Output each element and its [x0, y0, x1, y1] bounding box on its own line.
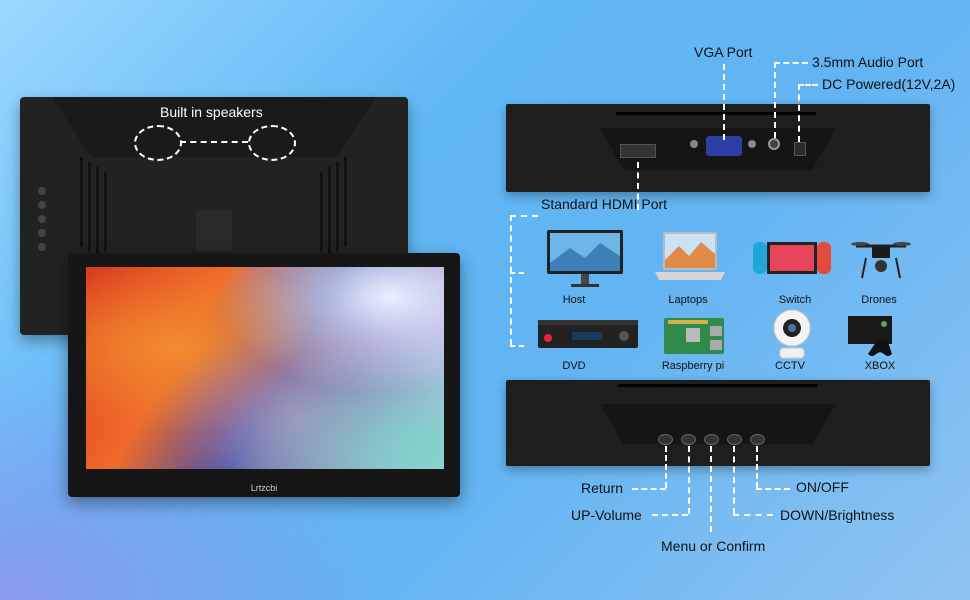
menu-leader-v	[710, 446, 712, 532]
menu-label: Menu or Confirm	[661, 538, 766, 554]
device-label-laptops: Laptops	[668, 294, 708, 306]
audio-port-label: 3.5mm Audio Port	[812, 54, 924, 70]
return-label: Return	[581, 480, 624, 496]
return-leader-h	[632, 488, 666, 490]
side-button-5	[38, 243, 46, 251]
audio-leader-v	[774, 62, 776, 138]
vga-leader-line	[723, 64, 725, 140]
power-leader-v	[756, 446, 758, 488]
audio-port	[768, 138, 780, 150]
cctv-camera-icon	[773, 309, 811, 359]
vga-port-label: VGA Port	[694, 44, 753, 60]
side-button-3	[38, 215, 46, 223]
down-leader-h	[733, 514, 773, 516]
dc-leader-v	[798, 84, 800, 142]
dc-port	[794, 142, 806, 156]
power-label: ON/OFF	[796, 479, 849, 495]
hdmi-port-label: Standard HDMI Port	[541, 196, 668, 212]
hdmi-leader-v	[637, 162, 639, 210]
device-bracket-v	[510, 215, 512, 345]
power-button[interactable]	[750, 434, 765, 445]
down-brightness-label: DOWN/Brightness	[780, 507, 895, 523]
device-label-drones: Drones	[861, 294, 897, 306]
dvd-player-icon	[538, 320, 638, 348]
speakers-label: Built in speakers	[160, 104, 263, 120]
device-bracket-top	[510, 272, 524, 274]
dc-leader-h	[798, 84, 818, 86]
speaker-connector-line	[180, 141, 248, 143]
device-label-host: Host	[562, 294, 586, 306]
xbox-icon	[848, 316, 892, 356]
device-label-switch: Switch	[778, 294, 812, 306]
audio-leader-h	[774, 62, 808, 64]
drone-icon	[851, 242, 911, 279]
raspberry-pi-icon	[664, 318, 724, 354]
hdmi-port	[620, 144, 656, 158]
up-volume-label: UP-Volume	[571, 507, 642, 523]
left-speaker-marker	[134, 125, 182, 161]
hdmi-leader-h	[510, 215, 538, 217]
vga-port	[706, 136, 742, 156]
down-leader-v	[733, 446, 735, 514]
device-label-dvd: DVD	[562, 360, 586, 372]
up-volume-button[interactable]	[681, 434, 696, 445]
down-brightness-button[interactable]	[727, 434, 742, 445]
device-bracket-bottom	[510, 345, 524, 347]
monitor-icon	[547, 230, 623, 287]
button-panel	[506, 380, 930, 466]
return-leader-v	[665, 446, 667, 488]
menu-button[interactable]	[704, 434, 719, 445]
back-stand-plate	[52, 97, 376, 157]
power-leader-h	[756, 488, 790, 490]
dc-port-label: DC Powered(12V,2A)	[822, 76, 956, 92]
return-button[interactable]	[658, 434, 673, 445]
laptop-icon	[655, 232, 725, 280]
device-label-raspberry-pi: Raspberry pi	[661, 360, 725, 372]
right-speaker-marker	[248, 125, 296, 161]
side-button-1	[38, 187, 46, 195]
device-label-xbox: XBOX	[864, 360, 896, 372]
port-panel	[506, 104, 930, 192]
stand-mount	[196, 210, 232, 250]
brand-logo: Lrtzcbi	[250, 483, 278, 493]
up-volume-leader-h	[652, 514, 688, 516]
up-volume-leader-v	[688, 446, 690, 514]
switch-console-icon	[753, 242, 831, 274]
device-label-cctv: CCTV	[775, 360, 805, 372]
monitor-front: Lrtzcbi	[68, 253, 460, 497]
monitor-screen	[86, 267, 444, 469]
side-button-4	[38, 229, 46, 237]
side-button-2	[38, 201, 46, 209]
